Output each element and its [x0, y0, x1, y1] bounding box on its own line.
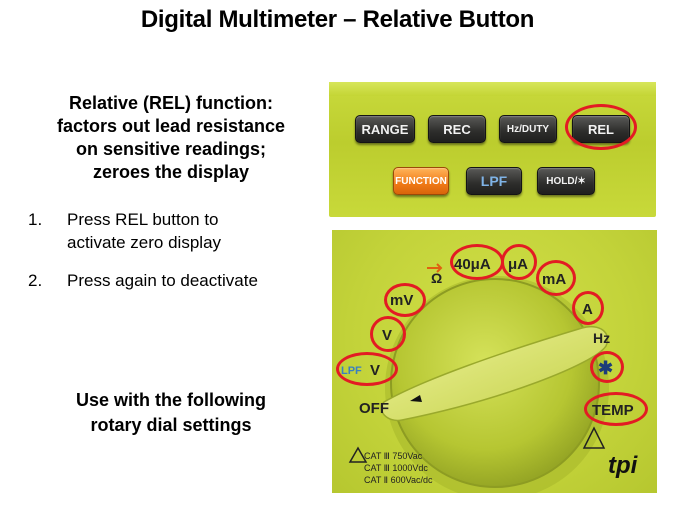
button-panel-photo: RANGE REC Hz/DUTY REL FUNCTION LPF HOLD/…	[329, 82, 656, 217]
symbol-ring	[590, 351, 624, 383]
rel-description: Relative (REL) function: factors out lea…	[22, 92, 320, 184]
ohm-label: Ω	[431, 270, 443, 286]
panel-edge	[329, 82, 656, 96]
step-line: Press REL button to	[67, 210, 219, 229]
temp-ring	[584, 392, 648, 426]
note-line: rotary dial settings	[90, 415, 252, 435]
v-dc-ring	[370, 316, 406, 352]
cat-rating-3: CAT Ⅱ 600Vac/dc	[364, 475, 433, 485]
desc-line: factors out lead resistance	[56, 116, 286, 136]
lpf-v-ring	[336, 352, 398, 386]
hold-button: HOLD/✶	[537, 167, 595, 195]
desc-line: Relative (REL) function:	[68, 93, 273, 113]
hz-label: Hz	[593, 330, 611, 346]
a-ring	[572, 291, 604, 325]
rotary-dial-photo: LPF V V mV Ω 40μA μA mA A Hz ✱ TEMP OFF …	[332, 230, 657, 493]
cat-rating-2: CAT Ⅲ 1000Vdc	[364, 463, 428, 473]
note-line: Use with the following	[76, 390, 266, 410]
function-button: FUNCTION	[393, 167, 449, 195]
hz-duty-button: Hz/DUTY	[499, 115, 557, 143]
list-item: 2. Press again to deactivate	[28, 269, 328, 292]
dial-graphic	[348, 263, 609, 493]
step-line: activate zero display	[67, 233, 222, 252]
slide-title: Digital Multimeter – Relative Button	[140, 6, 535, 33]
step-number: 2.	[28, 271, 43, 290]
tpi-logo: tpi	[608, 452, 638, 479]
off-label: OFF	[359, 400, 389, 417]
range-button: RANGE	[355, 115, 415, 143]
dial-note: Use with the following rotary dial setti…	[22, 388, 320, 438]
mv-ring	[384, 283, 426, 317]
ua-ring	[501, 244, 537, 280]
step-line: Press again to deactivate	[67, 271, 258, 290]
40ua-ring	[450, 244, 504, 280]
ma-ring	[536, 260, 576, 296]
steps-list: 1. Press REL button to activate zero dis…	[28, 208, 328, 307]
rel-highlight-ring	[565, 104, 637, 150]
lpf-button: LPF	[466, 167, 522, 195]
cat-rating-1: CAT Ⅲ 750Vac	[364, 451, 423, 461]
list-item: 1. Press REL button to activate zero dis…	[28, 208, 328, 254]
rec-button: REC	[428, 115, 486, 143]
step-number: 1.	[28, 210, 43, 229]
desc-line: on sensitive readings;	[75, 139, 267, 159]
desc-line: zeroes the display	[92, 162, 250, 182]
